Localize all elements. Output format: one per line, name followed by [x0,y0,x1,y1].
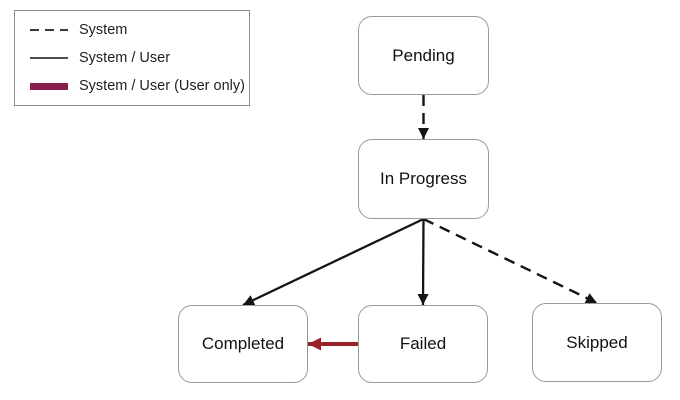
legend-row-user-only: System / User (User only) [30,72,249,100]
edge-inprogress-to-skipped [422,217,598,305]
dashed-line-sample [30,29,68,31]
legend-label-user-only: System / User (User only) [79,78,245,94]
legend: System System / User System / User (User… [14,10,250,106]
state-label-completed: Completed [201,334,285,353]
state-label-in-progress: In Progress [380,169,467,188]
state-node-failed: Failed [358,305,488,383]
state-node-in-progress: In Progress [358,139,489,219]
state-label-failed: Failed [399,334,447,353]
solid-line-sample [30,57,68,59]
edge-inprogress-to-completed [242,217,424,307]
edge-inprogress-to-failed [417,218,429,306]
state-label-pending: Pending [392,45,455,65]
state-node-pending: Pending [358,16,489,95]
legend-label-system: System [79,22,128,38]
state-label-skipped: Skipped [566,332,628,352]
legend-row-system-user: System / User [30,44,249,72]
legend-row-system: System [30,16,249,44]
legend-label-system-user: System / User [79,50,171,66]
thick-line-sample [30,82,68,90]
state-node-skipped: Skipped [532,303,662,382]
state-node-completed: Completed [178,305,308,383]
